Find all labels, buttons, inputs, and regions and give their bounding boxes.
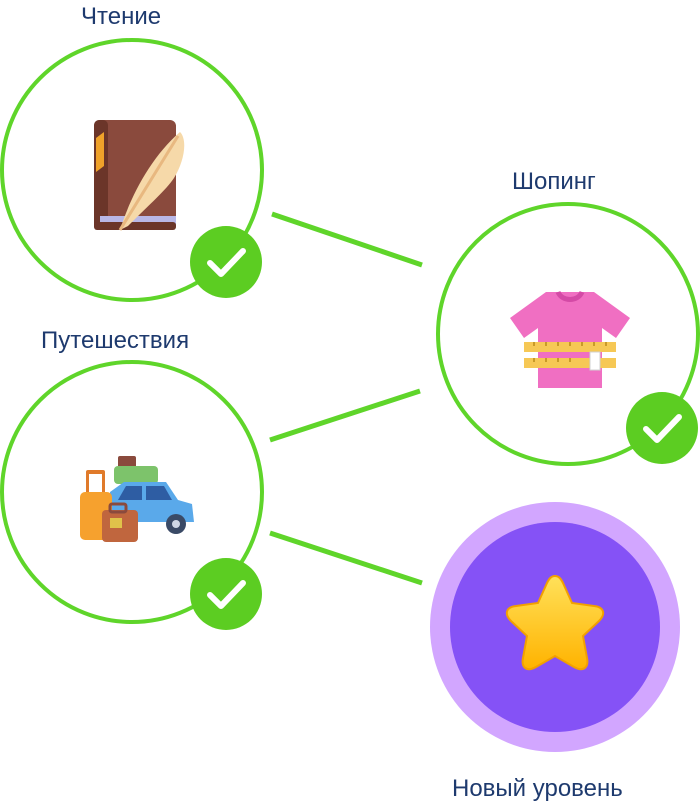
new-level-inner-circle: [450, 522, 660, 732]
travel-node[interactable]: [0, 360, 264, 624]
travel-label: Путешествия: [41, 327, 189, 355]
new-level-node[interactable]: [430, 502, 680, 752]
reading-label: Чтение: [81, 3, 161, 31]
shopping-check-icon: [626, 392, 698, 464]
reading-node[interactable]: [0, 38, 264, 302]
car-luggage-icon: [80, 456, 200, 548]
star-icon: [500, 572, 610, 678]
connector-travel-newlevel: [270, 533, 422, 583]
shopping-node[interactable]: [436, 202, 700, 466]
shopping-label: Шопинг: [512, 168, 596, 196]
reading-check-icon: [190, 226, 262, 298]
connector-travel-shopping: [270, 391, 420, 440]
connector-reading-shopping: [272, 214, 422, 265]
travel-check-icon: [190, 558, 262, 630]
new-level-label: Новый уровень: [452, 775, 623, 803]
tshirt-measuring-tape-icon: [506, 288, 634, 392]
book-quill-icon: [90, 118, 190, 238]
